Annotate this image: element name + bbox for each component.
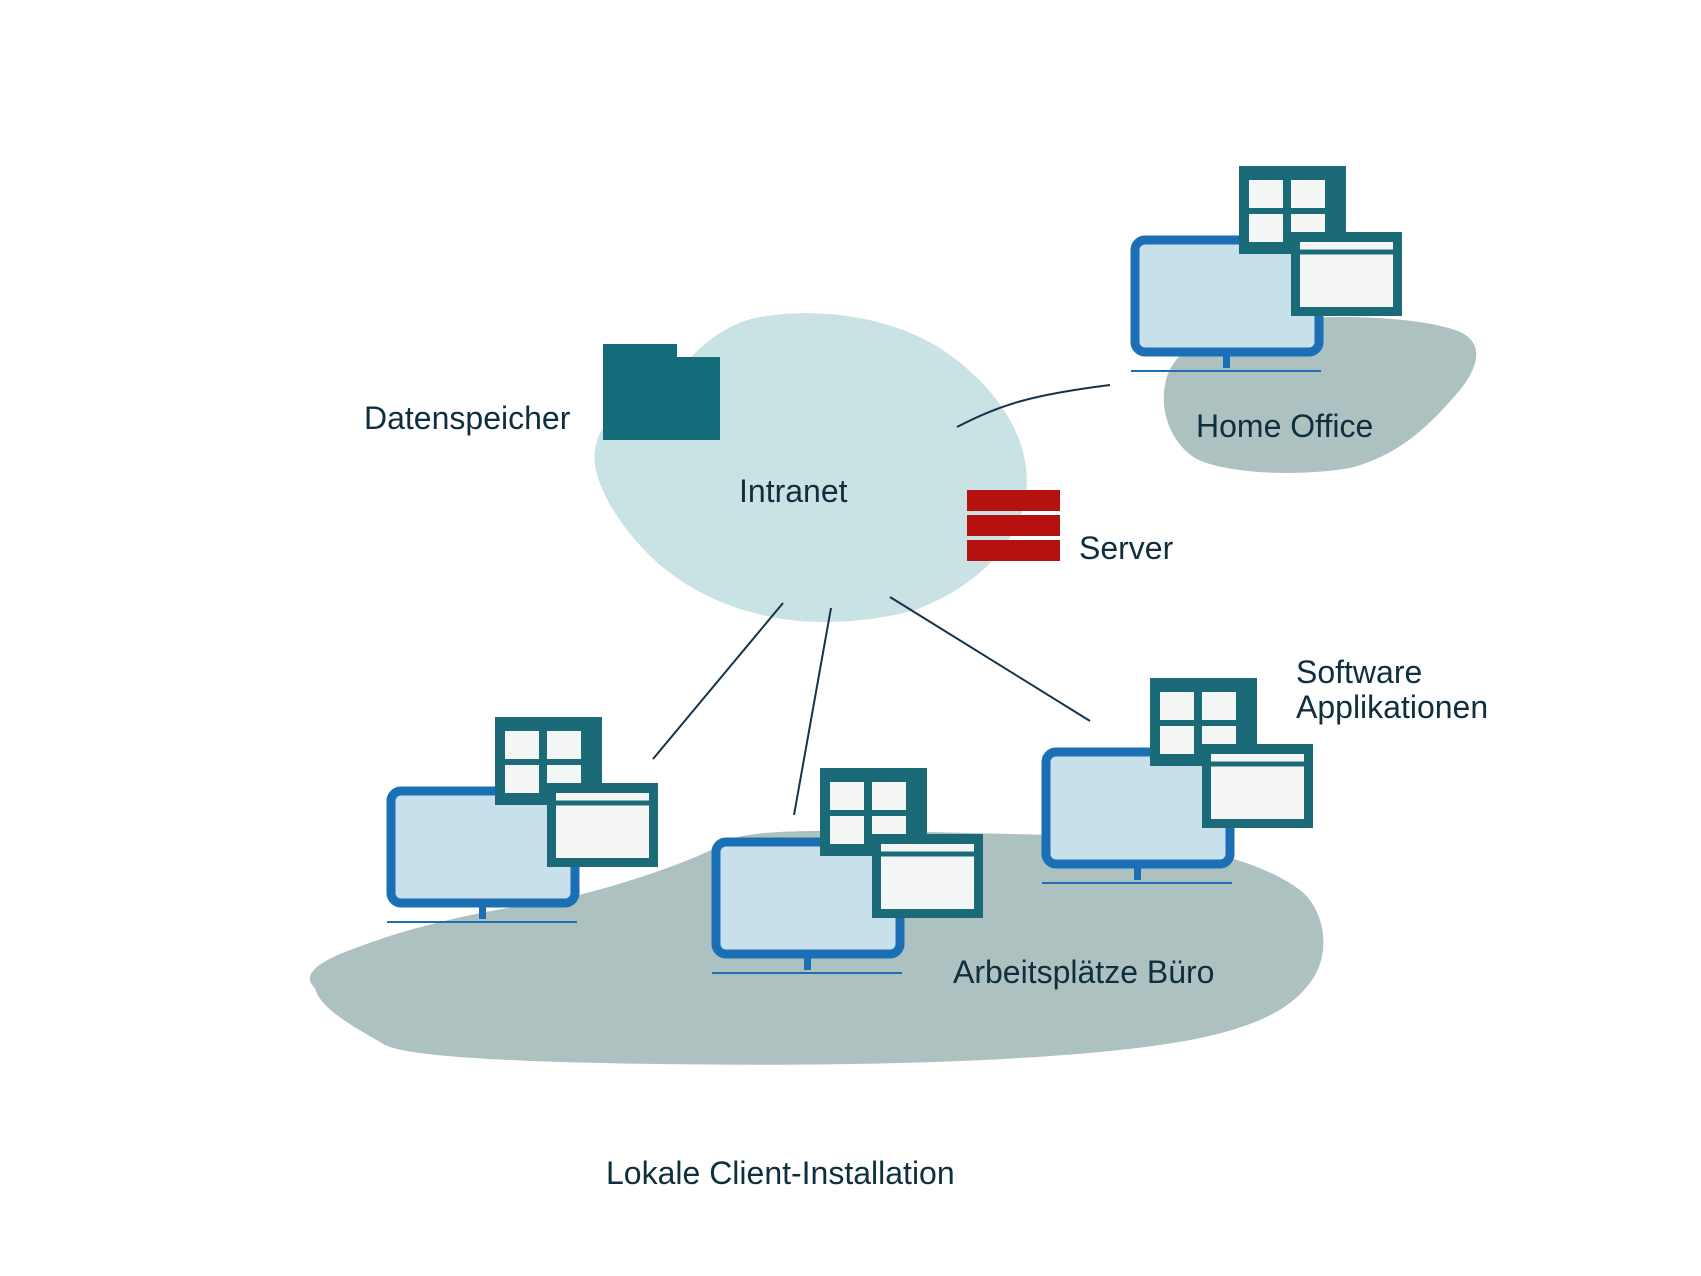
label-intranet: Intranet — [739, 473, 848, 509]
connector-home-office — [956, 384, 1111, 428]
label-office-workstations: Arbeitsplätze Büro — [953, 954, 1214, 990]
connector-workstation-left — [652, 602, 784, 760]
monitor-icon — [1042, 678, 1313, 883]
label-home-office: Home Office — [1196, 408, 1373, 444]
label-software-line1: Software — [1296, 654, 1422, 690]
label-server: Server — [1079, 530, 1174, 566]
folder-icon — [603, 344, 720, 440]
workstation-right — [1042, 678, 1313, 883]
label-software-line2: Applikationen — [1296, 689, 1488, 725]
label-data-storage: Datenspeicher — [364, 400, 571, 436]
diagram-footer-caption: Lokale Client-Installation — [606, 1155, 955, 1191]
connector-workstation-right — [889, 596, 1091, 722]
server-rack-icon — [967, 490, 1060, 561]
connector-workstation-middle — [793, 607, 832, 816]
